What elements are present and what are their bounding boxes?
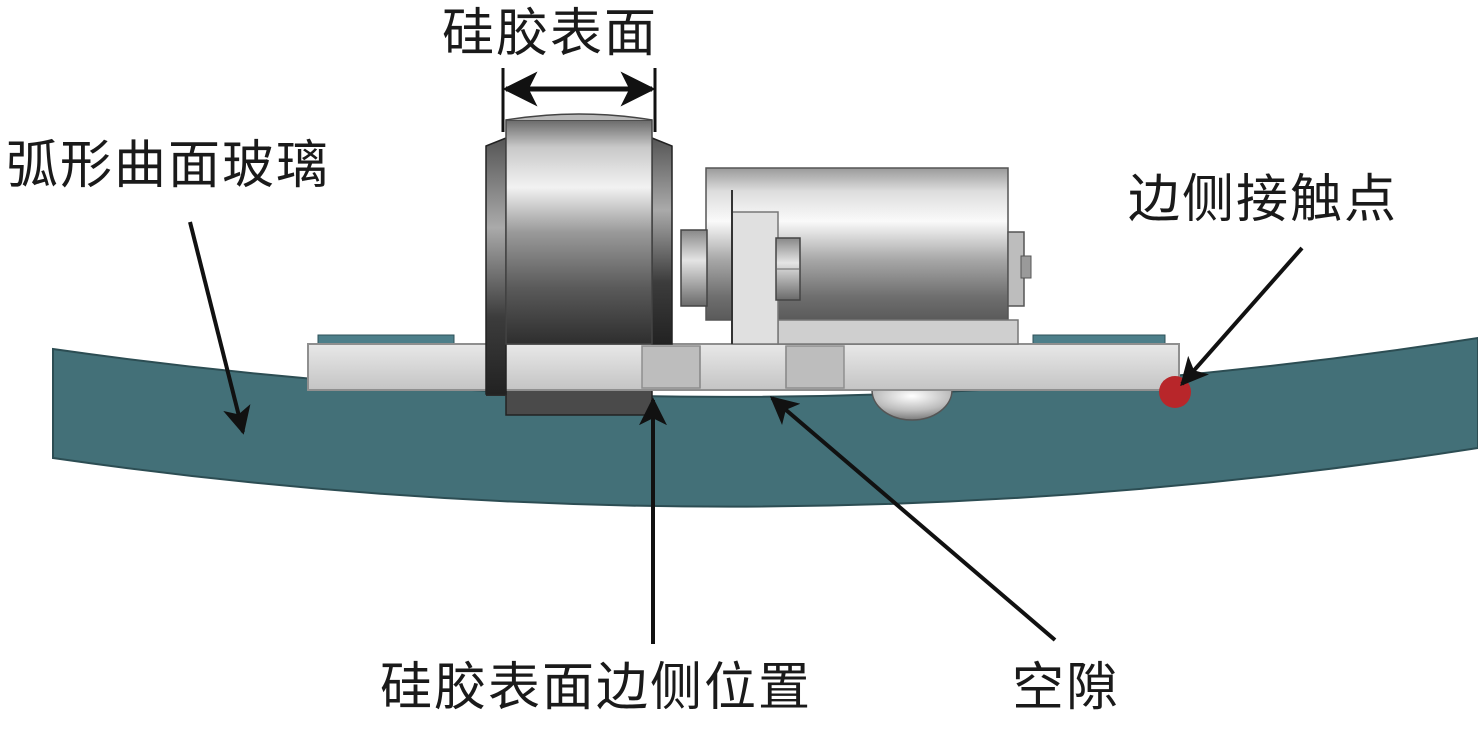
silicone-edge-position-label: 硅胶表面边侧位置 [380, 658, 813, 718]
motor-shaft-nut [1020, 255, 1032, 279]
ball-caster [871, 389, 953, 421]
contact-leader-arrow [1180, 246, 1304, 387]
base-plate [307, 343, 1180, 391]
gap-label: 空隙 [1012, 658, 1121, 718]
side-contact-point-label: 边侧接触点 [1128, 170, 1399, 230]
plate-insert-1 [641, 345, 701, 389]
wheel-bottom [505, 387, 653, 416]
plate-insert-2 [785, 345, 845, 389]
silicone-wheel [505, 119, 653, 345]
wheel-left-rim [485, 136, 507, 395]
curved-glass-label: 弧形曲面玻璃 [6, 136, 331, 196]
glass-leader-arrow [188, 221, 251, 435]
axle-nut-left [680, 229, 708, 307]
gap-leader-arrow [769, 396, 1057, 642]
motor-base [777, 319, 1019, 345]
silicone-surface-label: 硅胶表面 [442, 4, 659, 64]
motor-bracket [731, 211, 779, 345]
wheel-right-rim [651, 136, 673, 345]
